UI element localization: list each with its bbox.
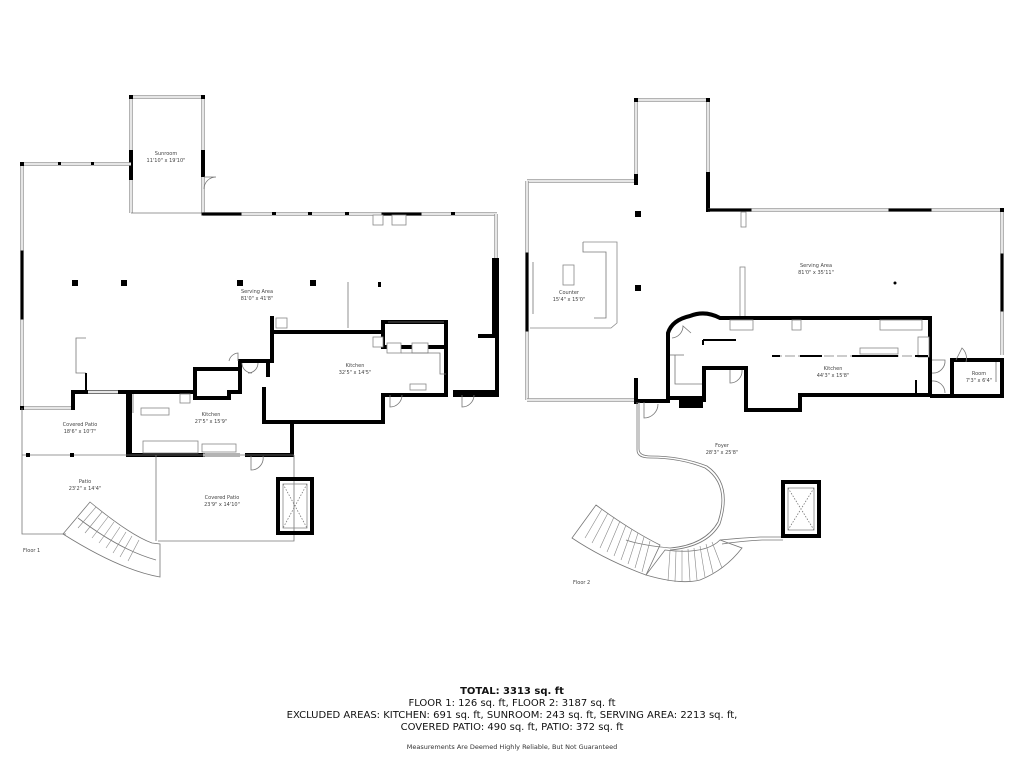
kitchen-2-walls	[128, 390, 294, 471]
room-label-kitchen-2: Kitchen 27'5" x 15'9"	[195, 412, 228, 426]
room-label-serving-area-2: Serving Area 81'0" x 35'11"	[798, 263, 834, 277]
room-dims: 23'9" x 14'10"	[204, 502, 240, 508]
room-name: Serving Area	[240, 289, 274, 295]
excluded-areas-line-2: COVERED PATIO: 490 sq. ft, PATIO: 372 sq…	[400, 722, 624, 733]
room-name: Kitchen	[823, 366, 843, 372]
room-name: Sunroom	[154, 151, 178, 157]
floor-1-label: Floor 1	[23, 548, 41, 554]
room-name: Foyer	[715, 443, 729, 449]
floor-2-label: Floor 2	[573, 580, 591, 586]
room-name: Room	[971, 371, 987, 377]
serving-area-2-walls	[525, 174, 1004, 402]
room-name: Covered Patio	[204, 495, 240, 501]
total-area: TOTAL: 3313 sq. ft	[460, 686, 564, 697]
room-dims: 81'0" x 41'8"	[240, 296, 274, 302]
room-label-kitchen-1: Kitchen 32'5" x 14'5"	[339, 363, 372, 377]
room-name: Covered Patio	[62, 422, 98, 428]
patio-outlines	[21, 408, 314, 578]
excluded-areas-line-1: EXCLUDED AREAS: KITCHEN: 691 sq. ft, SUN…	[286, 710, 738, 721]
room-label-covered-patio-2: Covered Patio 23'9" x 14'10"	[204, 495, 240, 509]
room-label-room: Room 7'3" x 6'4"	[966, 371, 992, 385]
room-dims: 28'3" x 25'8"	[705, 450, 739, 456]
room-label-sunroom: Sunroom 11'10" x 19'10"	[147, 151, 186, 165]
kitchen-3-walls	[634, 311, 1004, 419]
room-label-serving-area-1: Serving Area 81'0" x 41'8"	[241, 289, 274, 303]
room-dims: 32'5" x 14'5"	[338, 370, 372, 376]
foyer-and-stairs	[571, 402, 821, 583]
room-name: Kitchen	[201, 412, 221, 418]
room-label-patio: Patio 23'2" x 14'4"	[69, 479, 102, 493]
room-dims: 18'6" x 10'7"	[63, 429, 97, 435]
room-label-covered-patio-1: Covered Patio 18'6" x 10'7"	[63, 422, 98, 436]
room-label-kitchen-3: Kitchen 44'3" x 15'8"	[817, 366, 850, 380]
floor-1-plan	[20, 95, 499, 578]
room-name: Serving Area	[799, 263, 833, 269]
floor-2-plan	[525, 98, 1004, 583]
room-dims: 81'0" x 35'11"	[798, 270, 834, 276]
kitchen-1-walls	[130, 316, 499, 457]
room-name: Patio	[78, 479, 92, 485]
room-dims: 27'5" x 15'9"	[194, 419, 228, 425]
floor-areas: FLOOR 1: 126 sq. ft, FLOOR 2: 3187 sq. f…	[408, 698, 616, 709]
area-breakdown: FLOOR 1: 126 sq. ft, FLOOR 2: 3187 sq. f…	[0, 698, 1024, 734]
room-name: Kitchen	[345, 363, 365, 369]
room-dims: 11'10" x 19'10"	[146, 158, 186, 164]
serving-area-walls	[20, 162, 499, 457]
room-label-foyer: Foyer 28'3" x 25'8"	[706, 443, 739, 457]
room-dims: 44'3" x 15'8"	[816, 373, 850, 379]
room-dims: 15'4" x 15'0"	[552, 297, 586, 303]
disclaimer: Measurements Are Deemed Highly Reliable,…	[406, 743, 618, 751]
sunroom-walls	[129, 95, 217, 214]
room-dims: 23'2" x 14'4"	[68, 486, 102, 492]
room-dims: 7'3" x 6'4"	[965, 378, 993, 384]
upper-tower-walls	[634, 98, 710, 212]
room-label-counter: Counter 15'4" x 15'0"	[553, 290, 586, 304]
room-name: Counter	[559, 290, 579, 296]
